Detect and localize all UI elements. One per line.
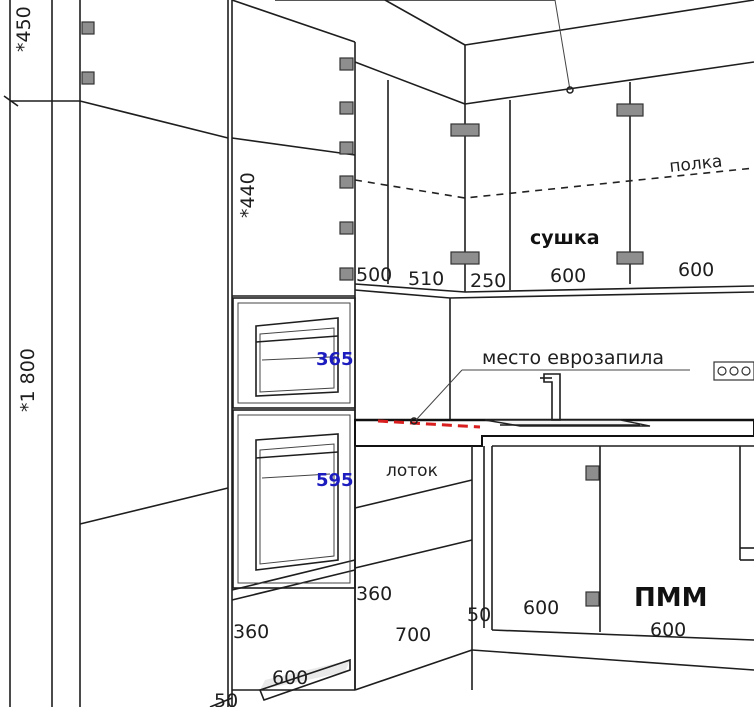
dim-600-plinth-label: 600 — [272, 667, 308, 689]
tray-label: лоток — [386, 461, 438, 481]
wall-sockets — [713, 361, 754, 381]
left-dimension-line — [3, 0, 80, 707]
dim-600-upper-a-label: 600 — [550, 265, 586, 287]
dishwasher-label: ПММ — [634, 583, 708, 613]
shelf-line — [354, 167, 754, 199]
dryer-label: сушка — [530, 227, 600, 249]
dim-360-a-label: 360 — [356, 583, 392, 605]
dim-top-left-label: *450 — [13, 6, 35, 52]
oven-lower — [232, 409, 356, 589]
dim-600-lower-a-label: 600 — [523, 597, 559, 619]
dim-510-label: 510 — [408, 268, 444, 290]
dim-50-a-label: 50 — [467, 604, 491, 626]
dim-250-label: 250 — [470, 270, 506, 292]
lower-cabinets — [232, 445, 754, 691]
dim-500-label: 500 — [356, 264, 392, 286]
dim-600-upper-b-label: 600 — [678, 259, 714, 281]
dim-700-label: 700 — [395, 624, 431, 646]
oven-365-label: 365 — [316, 349, 354, 370]
dim-left-height-label: *1 800 — [17, 348, 39, 412]
oven-595-label: 595 — [316, 470, 354, 491]
plinth — [209, 658, 351, 707]
dim-50-b-label: 50 — [214, 690, 238, 707]
hinges — [81, 21, 644, 607]
eurocut-label: место еврозапила — [482, 347, 664, 369]
oven-upper — [232, 297, 356, 409]
dim-600-lower-b-label: 600 — [650, 619, 686, 641]
countertop — [354, 369, 754, 447]
sink-and-faucet — [484, 373, 651, 427]
left-wall — [51, 0, 229, 707]
dim-tall-upper-label: *440 — [237, 172, 259, 218]
dim-360-b-label: 360 — [233, 621, 269, 643]
labels: *450 *1 800 *440 500 510 250 600 600 пол… — [13, 6, 723, 707]
shelf-label: полка — [668, 152, 723, 177]
